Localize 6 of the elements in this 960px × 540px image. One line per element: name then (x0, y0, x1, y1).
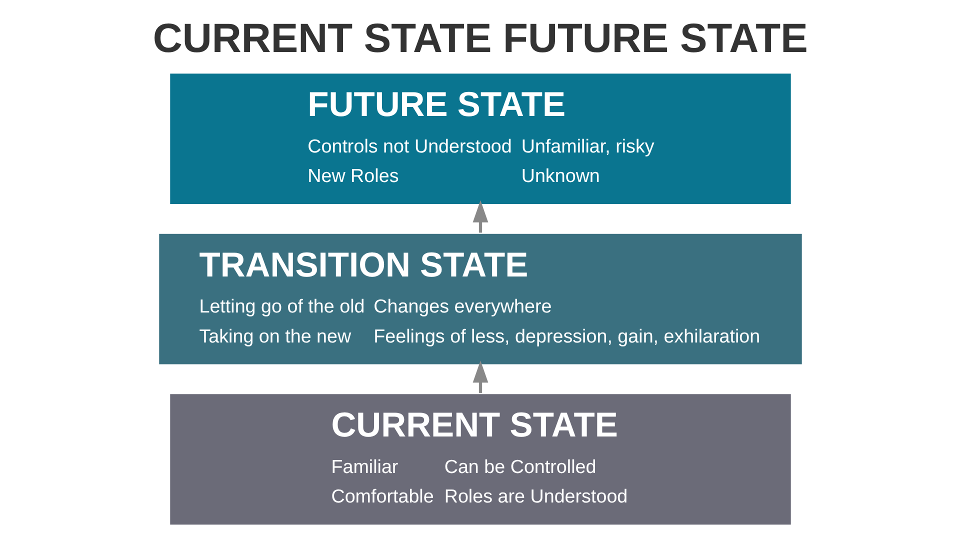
node-box: FUTURE STATE Controls not Understood Unfamiliar, risky New Roles Unknown (168, 72, 792, 206)
arrow (472, 360, 488, 393)
node-box: TRANSITION STATE Letting go of the old Changes everywhere Taking on the new Feelings of less, depression, gain, exhilaration (157, 232, 803, 366)
arrow (472, 200, 488, 233)
diagram-title: CURRENT STATE FUTURE STATE (152, 15, 808, 62)
node-box: CURRENT STATE Familiar Can be Controlled Comfortable Roles are Understood (168, 392, 792, 526)
